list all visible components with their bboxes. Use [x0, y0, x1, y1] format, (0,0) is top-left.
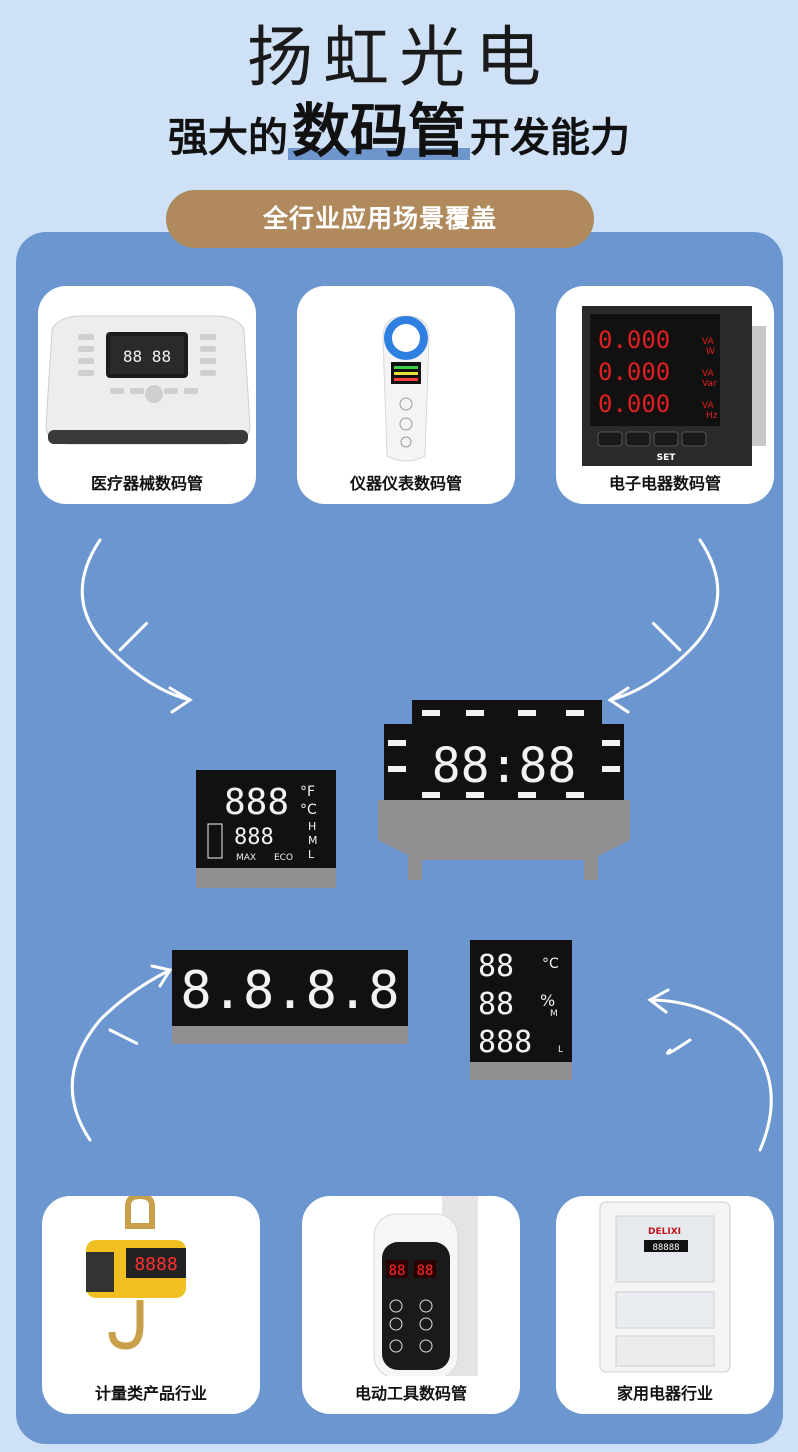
subtitle-prefix: 强大的 — [167, 115, 288, 161]
m-label: M — [308, 834, 318, 847]
card-electrical[interactable]: 0.000 0.000 0.000 VA VA VA W Var Hz SET … — [556, 286, 774, 504]
clock-display-module: 88:88 — [378, 700, 630, 880]
arrow-icon — [80, 538, 193, 714]
eco-label: ECO — [274, 853, 293, 863]
meter-unit: Var — [702, 379, 717, 389]
card-label: 电动工具数码管 — [354, 1384, 467, 1403]
percent-label: % — [540, 991, 555, 1010]
crane-scale-image: 8888 — [86, 1196, 186, 1350]
instrument-device-image — [382, 315, 430, 462]
card-home-appliance[interactable]: DELIXI 88888 家用电器行业 — [556, 1196, 774, 1414]
card-instrument[interactable]: 仪器仪表数码管 — [297, 286, 515, 504]
svg-text:888: 888 — [234, 825, 274, 850]
humidity-display-module: 88 88 888 °C % M L — [470, 940, 572, 1080]
svg-text:0.000: 0.000 — [598, 390, 670, 418]
l-label: L — [558, 1045, 563, 1055]
l-label: L — [308, 848, 315, 861]
svg-text:88: 88 — [389, 1263, 406, 1279]
svg-text:88: 88 — [417, 1263, 434, 1279]
meter-set-label: SET — [657, 453, 677, 463]
svg-text:888: 888 — [478, 1025, 532, 1060]
card-label: 电子电器数码管 — [608, 474, 721, 493]
card-label: 医疗器械数码管 — [90, 474, 203, 493]
meter-unit: W — [706, 347, 715, 357]
meter-unit: VA — [702, 401, 715, 411]
svg-text:8.8.8.8: 8.8.8.8 — [180, 961, 399, 1021]
meter-unit: VA — [702, 369, 715, 379]
svg-text:88: 88 — [478, 987, 514, 1022]
card-label: 仪器仪表数码管 — [349, 474, 462, 493]
h-label: H — [308, 820, 316, 833]
svg-text:88 88: 88 88 — [123, 347, 171, 366]
svg-text:88888: 88888 — [652, 1243, 679, 1253]
card-power-tool[interactable]: 88 88 电动工具数码管 — [302, 1196, 520, 1414]
celsius-label: °C — [542, 956, 559, 972]
svg-text:0.000: 0.000 — [598, 326, 670, 354]
subtitle-suffix: 开发能力 — [470, 115, 630, 161]
meter-brand: DELIXI — [648, 1227, 681, 1237]
industry-banner: 全行业应用场景覆盖 — [166, 190, 594, 248]
fahrenheit-label: °F — [300, 784, 315, 800]
arrow-icon — [70, 964, 173, 1142]
svg-text:888: 888 — [224, 782, 289, 823]
svg-text:88: 88 — [478, 949, 514, 984]
max-label: MAX — [236, 853, 256, 863]
svg-text:8888: 8888 — [134, 1254, 177, 1275]
svg-text:88:88: 88:88 — [432, 738, 577, 794]
arrow-icon — [607, 538, 720, 714]
card-label: 家用电器行业 — [616, 1384, 713, 1403]
meter-unit: Hz — [706, 411, 718, 421]
four-digit-display-module: 8.8.8.8 — [172, 950, 408, 1044]
m-label: M — [550, 1009, 558, 1019]
energy-meter-image: DELIXI 88888 — [599, 1201, 731, 1373]
medical-device-image: 88 88 — [45, 315, 251, 445]
subtitle: 强大的数码管开发能力 — [0, 84, 798, 168]
electrical-meter-image: 0.000 0.000 0.000 VA VA VA W Var Hz SET — [582, 306, 766, 466]
subtitle-highlight: 数码管 — [287, 84, 471, 168]
temperature-display-module: 888 °F °C H M L 888 MAX ECO — [196, 770, 336, 888]
card-label: 计量类产品行业 — [94, 1384, 207, 1403]
svg-text:0.000: 0.000 — [598, 358, 670, 386]
celsius-label: °C — [300, 802, 317, 818]
brand-title: 扬虹光电 — [247, 19, 551, 96]
meter-unit: VA — [702, 337, 715, 347]
power-tool-image: 88 88 — [373, 1196, 478, 1376]
arrow-icon — [647, 988, 773, 1152]
card-metering[interactable]: 8888 计量类产品行业 — [42, 1196, 260, 1414]
card-medical[interactable]: 88 88 医疗器械数码管 — [38, 286, 256, 504]
